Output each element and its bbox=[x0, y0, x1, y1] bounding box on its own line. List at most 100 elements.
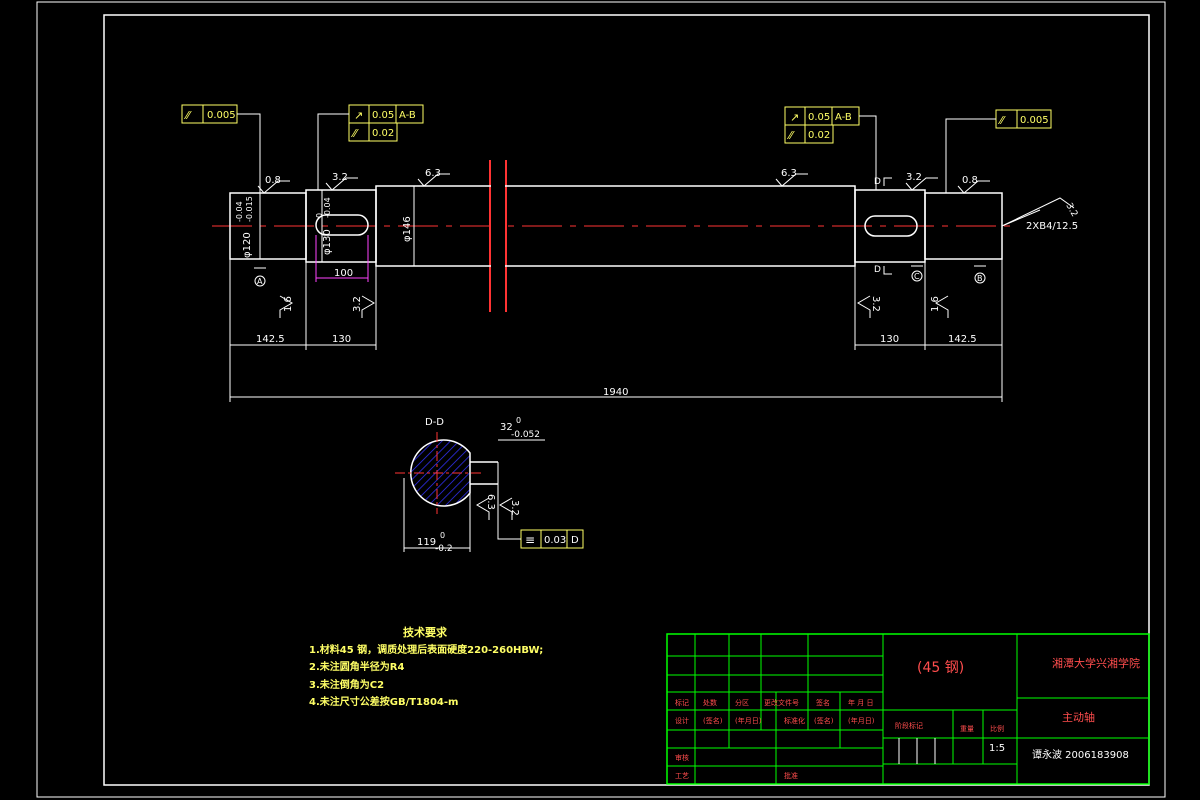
tb-scale-label: 比例 bbox=[990, 724, 1004, 733]
dim-d120-tol-up: -0.04 bbox=[235, 201, 244, 222]
dim-total: 1940 bbox=[603, 387, 628, 398]
datum-d-top: D bbox=[874, 177, 881, 187]
roughness-section-63: 6.3 bbox=[485, 494, 496, 510]
symmetry-icon: ≡ bbox=[525, 533, 535, 547]
roughness-16-left: 1.6 bbox=[283, 296, 294, 312]
section-dims bbox=[403, 439, 545, 552]
runout-icon: ↗ bbox=[790, 111, 799, 124]
tech-item-2: 2.未注圆角半径为R4 bbox=[309, 660, 404, 673]
roughness-08-left: 0.8 bbox=[265, 175, 281, 186]
dim-d146: φ146 bbox=[402, 216, 413, 242]
cylindricity-icon: ⁄⁄ bbox=[997, 114, 1006, 127]
shaft-break-gap bbox=[491, 185, 505, 267]
tol-right-circle-far: 0.005 bbox=[1020, 115, 1049, 126]
dim-1425-left: 142.5 bbox=[256, 334, 285, 345]
datum-markers bbox=[254, 177, 986, 287]
leader-lines bbox=[237, 113, 996, 540]
dim-section-119-dn: -0.2 bbox=[435, 544, 453, 554]
dim-130-right: 130 bbox=[880, 334, 899, 345]
tb-design-date: (年月日) bbox=[735, 716, 762, 725]
dim-key-width-up: 0 bbox=[516, 416, 521, 425]
runout-icon: ↗ bbox=[354, 109, 363, 122]
tb-header-mark: 标记 bbox=[675, 698, 689, 707]
tb-design-sign: (签名) bbox=[703, 716, 723, 725]
cylindricity-icon: ⁄⁄ bbox=[183, 109, 192, 122]
dim-section-119: 119 bbox=[417, 537, 436, 548]
roughness-section-32: 3.2 bbox=[509, 500, 520, 516]
roughness-32-key-right: 3.2 bbox=[870, 296, 881, 312]
tech-item-3: 3.未注倒角为C2 bbox=[309, 678, 384, 691]
tol-left-runout-ref: A-B bbox=[399, 110, 416, 121]
tb-process: 工艺 bbox=[675, 772, 689, 780]
roughness-08-right: 0.8 bbox=[962, 175, 978, 186]
tb-scale: 1:5 bbox=[989, 743, 1005, 754]
roughness-63-right: 6.3 bbox=[781, 168, 797, 179]
dim-1425-right: 142.5 bbox=[948, 334, 977, 345]
tb-material: (45 钢) bbox=[917, 660, 964, 676]
cylindricity-icon: ⁄⁄ bbox=[350, 127, 359, 140]
roughness-16-right: 1.6 bbox=[930, 296, 941, 312]
dim-d120: φ120 bbox=[242, 232, 253, 258]
tb-header-date: 年 月 日 bbox=[848, 698, 873, 707]
roughness-marks bbox=[257, 173, 1075, 520]
tb-header-sign: 签名 bbox=[816, 698, 830, 707]
tech-title: 技术要求 bbox=[403, 625, 448, 639]
tb-std-date: (年月日) bbox=[848, 716, 875, 725]
thread-callout: 2XB4/12.5 bbox=[1026, 221, 1078, 232]
dim-d130-tol-up: 0 bbox=[315, 213, 324, 218]
datum-d-bottom: D bbox=[874, 265, 881, 275]
tb-header-zone: 分区 bbox=[735, 698, 749, 707]
tb-std-label: 标准化 bbox=[784, 716, 805, 725]
tb-review: 审核 bbox=[675, 753, 689, 762]
dim-d130-tol-dn: -0.04 bbox=[323, 197, 332, 218]
roughness-thread: 3.2 bbox=[1063, 202, 1079, 219]
tol-left-circle: 0.005 bbox=[207, 110, 236, 121]
dim-d120-tol-dn: -0.015 bbox=[245, 196, 254, 222]
title-block bbox=[666, 633, 1150, 785]
cylindricity-icon: ⁄⁄ bbox=[786, 129, 795, 142]
datum-a: A bbox=[257, 277, 263, 286]
tb-designer: 谭永波 2006183908 bbox=[1032, 748, 1129, 761]
tol-right-runout-ref: A-B bbox=[835, 112, 852, 123]
title-block-stage-cells bbox=[898, 738, 936, 764]
roughness-32-key-left: 3.2 bbox=[352, 296, 363, 312]
datum-c: C bbox=[914, 272, 920, 281]
dim-key-width-dn: -0.052 bbox=[511, 430, 540, 440]
roughness-32-right: 3.2 bbox=[906, 172, 922, 183]
tb-header-change: 更改文件号 bbox=[764, 698, 799, 707]
tb-part-name: 主动轴 bbox=[1062, 710, 1095, 724]
dim-d130: φ130 bbox=[322, 229, 333, 255]
section-circle bbox=[395, 432, 498, 514]
roughness-63-left: 6.3 bbox=[425, 168, 441, 179]
datum-b: B bbox=[977, 274, 983, 283]
tol-section-sym-ref: D bbox=[571, 535, 579, 546]
dim-key-length: 100 bbox=[334, 268, 353, 279]
tb-school: 湘潭大学兴湘学院 bbox=[1052, 656, 1140, 670]
roughness-32-left: 3.2 bbox=[332, 172, 348, 183]
tol-right-circle: 0.02 bbox=[808, 130, 830, 141]
tol-right-runout: 0.05 bbox=[808, 112, 830, 123]
dim-section-119-up: 0 bbox=[440, 531, 445, 540]
tol-section-sym: 0.03 bbox=[544, 535, 566, 546]
tb-std-sign: (签名) bbox=[814, 716, 834, 725]
diameter-dim-lines bbox=[259, 186, 415, 266]
tol-left-circle2: 0.02 bbox=[372, 128, 394, 139]
dim-130-left: 130 bbox=[332, 334, 351, 345]
tech-item-4: 4.未注尺寸公差按GB/T1804-m bbox=[309, 695, 458, 708]
tech-item-1: 1.材料45 钢，调质处理后表面硬度220-260HBW; bbox=[309, 643, 543, 656]
tb-stage-label: 阶段标记 bbox=[895, 721, 923, 730]
tb-design-label: 设计 bbox=[675, 716, 689, 725]
tb-weight-label: 重量 bbox=[960, 725, 974, 733]
section-title: D-D bbox=[425, 417, 444, 428]
key-length-dim bbox=[315, 235, 369, 282]
tb-header-count: 处数 bbox=[703, 698, 717, 707]
inner-frame bbox=[103, 14, 1150, 786]
dim-key-width: 32 bbox=[500, 422, 513, 433]
outer-frame bbox=[36, 1, 1166, 798]
tol-frames bbox=[181, 104, 1052, 549]
keyway-left bbox=[315, 214, 369, 236]
tb-approve: 批准 bbox=[784, 771, 798, 780]
length-dim-lines bbox=[229, 259, 1003, 402]
keyway-right bbox=[864, 215, 918, 237]
